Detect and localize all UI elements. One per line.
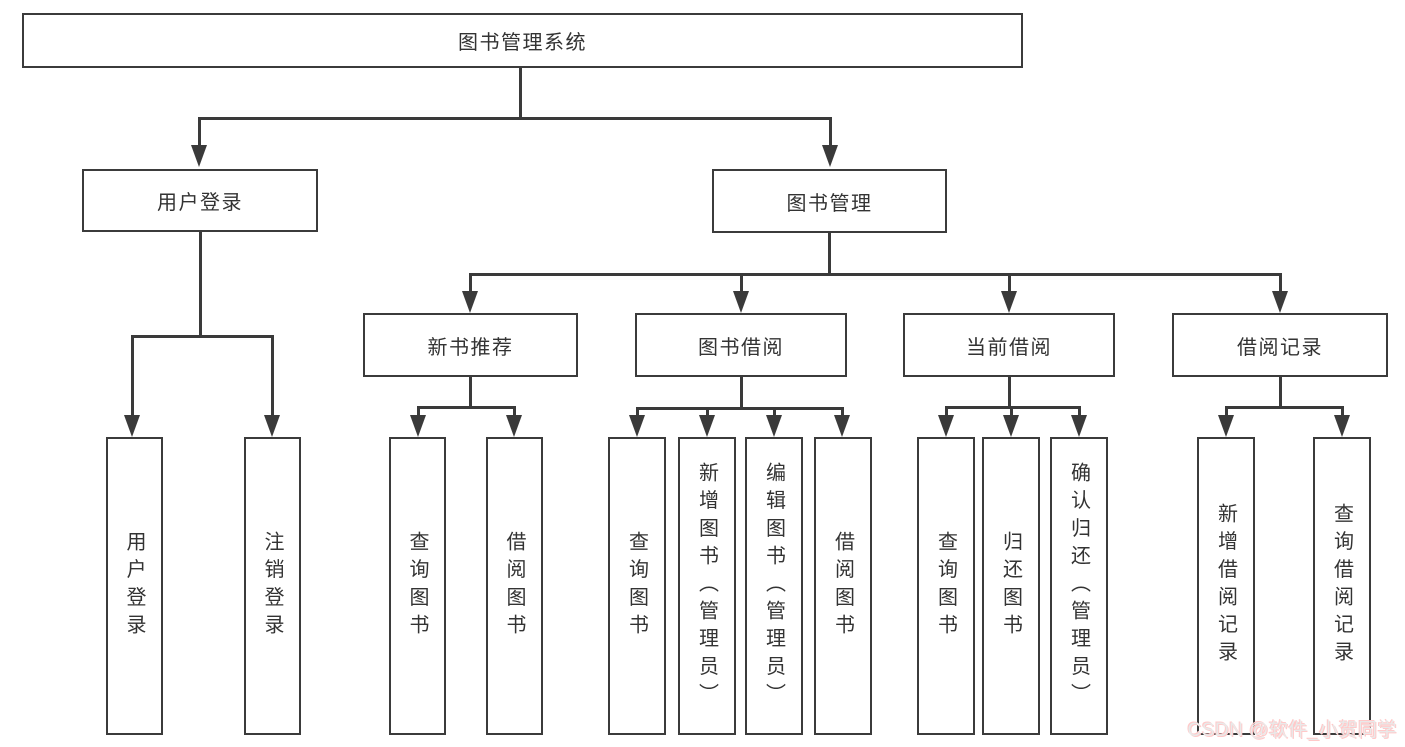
connector-line — [1010, 406, 1013, 418]
arrow-down-icon — [822, 145, 838, 167]
connector-line — [945, 406, 948, 418]
arrow-down-icon — [733, 291, 749, 313]
connector-line — [199, 232, 202, 335]
connector-line — [131, 335, 274, 338]
arrow-down-icon — [699, 415, 715, 437]
connector-line — [469, 273, 1282, 276]
leaf-return-book: 归还图书 — [982, 437, 1040, 735]
node-book-borrow: 图书借阅 — [635, 313, 847, 377]
connector-line — [417, 406, 516, 409]
connector-line — [636, 407, 639, 418]
leaf-query-books-borrow: 查询图书 — [608, 437, 666, 735]
arrow-down-icon — [264, 415, 280, 437]
connector-line — [636, 407, 844, 410]
leaf-query-books-current: 查询图书 — [917, 437, 975, 735]
leaf-add-borrow-record: 新增借阅记录 — [1197, 437, 1255, 735]
arrow-down-icon — [1334, 415, 1350, 437]
connector-line — [469, 377, 472, 407]
leaf-borrow-books-recommend: 借阅图书 — [486, 437, 543, 735]
leaf-query-books-recommend: 查询图书 — [389, 437, 446, 735]
connector-line — [1078, 406, 1081, 418]
leaf-logout: 注销登录 — [244, 437, 301, 735]
leaf-borrow-books: 借阅图书 — [814, 437, 872, 735]
connector-line — [513, 406, 516, 418]
arrow-down-icon — [629, 415, 645, 437]
connector-line — [1279, 377, 1282, 407]
connector-line — [706, 407, 709, 418]
connector-line — [417, 406, 420, 418]
arrow-down-icon — [1001, 291, 1017, 313]
connector-line — [271, 335, 274, 418]
node-book-management: 图书管理 — [712, 169, 947, 233]
watermark: CSDN @软件_小贺同学 — [1187, 720, 1397, 741]
arrow-down-icon — [938, 415, 954, 437]
connector-line — [1225, 406, 1228, 418]
leaf-add-book-admin: 新增图书（管理员） — [678, 437, 736, 735]
arrow-down-icon — [462, 291, 478, 313]
leaf-user-login: 用户登录 — [106, 437, 163, 735]
leaf-query-borrow-record: 查询借阅记录 — [1313, 437, 1371, 735]
node-current-borrow: 当前借阅 — [903, 313, 1115, 377]
connector-line — [1279, 273, 1282, 293]
connector-line — [828, 233, 831, 274]
arrow-down-icon — [1003, 415, 1019, 437]
arrow-down-icon — [124, 415, 140, 437]
connector-line — [1008, 377, 1011, 407]
connector-line — [773, 407, 776, 418]
connector-line — [469, 273, 472, 293]
connector-line — [829, 117, 832, 147]
connector-line — [740, 273, 743, 293]
connector-line — [945, 406, 1081, 409]
leaf-edit-book-admin: 编辑图书（管理员） — [745, 437, 803, 735]
node-new-book-recommend: 新书推荐 — [363, 313, 578, 377]
arrow-down-icon — [834, 415, 850, 437]
node-borrow-records: 借阅记录 — [1172, 313, 1388, 377]
arrow-down-icon — [410, 415, 426, 437]
node-root: 图书管理系统 — [22, 13, 1023, 68]
arrow-down-icon — [1071, 415, 1087, 437]
connector-line — [841, 407, 844, 418]
connector-line — [740, 377, 743, 408]
connector-line — [1008, 273, 1011, 293]
arrow-down-icon — [1272, 291, 1288, 313]
connector-line — [198, 117, 201, 147]
connector-line — [1225, 406, 1344, 409]
connector-line — [519, 68, 522, 117]
arrow-down-icon — [506, 415, 522, 437]
node-user-login: 用户登录 — [82, 169, 318, 232]
leaf-confirm-return-admin: 确认归还（管理员） — [1050, 437, 1108, 735]
connector-line — [131, 335, 134, 418]
arrow-down-icon — [766, 415, 782, 437]
arrow-down-icon — [191, 145, 207, 167]
connector-line — [1341, 406, 1344, 418]
connector-line — [198, 117, 832, 120]
arrow-down-icon — [1218, 415, 1234, 437]
